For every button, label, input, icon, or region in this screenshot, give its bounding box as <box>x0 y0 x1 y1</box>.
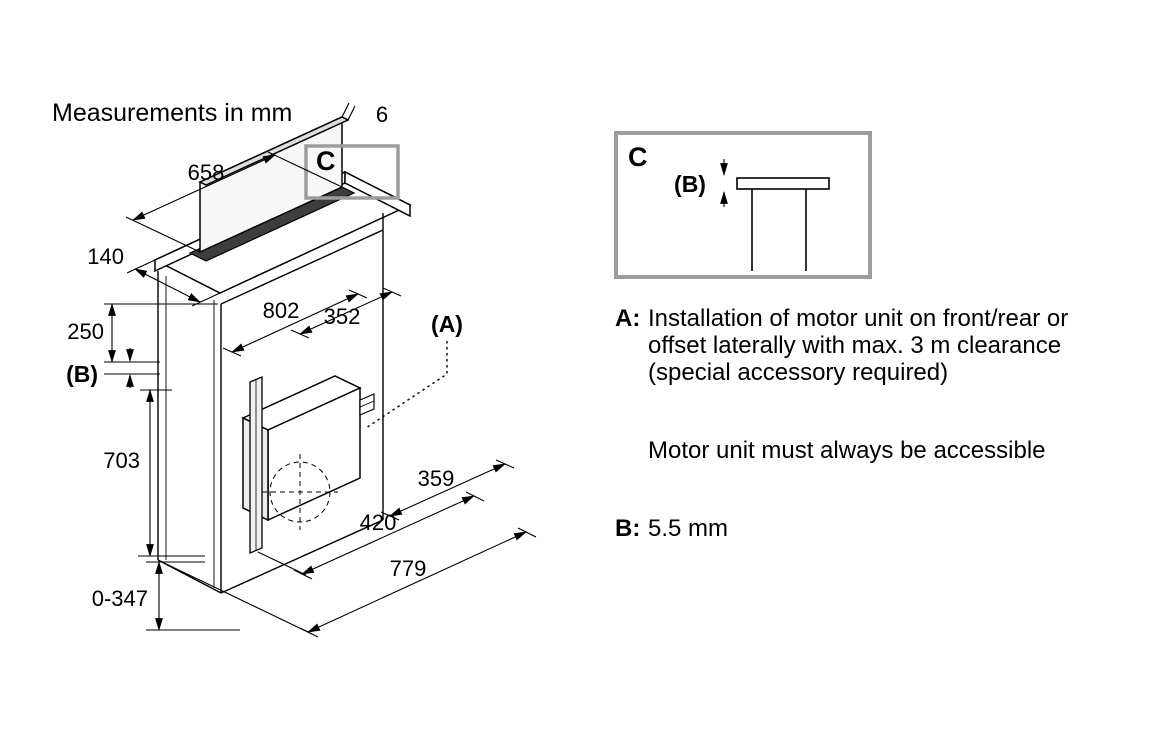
extension-line <box>341 102 350 118</box>
detail-c-frame <box>614 131 872 279</box>
dim-658: 658 <box>125 151 343 253</box>
motor-unit-duct-stub-line <box>359 400 375 408</box>
dim-420-label: 420 <box>360 510 397 535</box>
note-a-line1: Installation of motor unit on front/rear… <box>648 305 1069 332</box>
housing-back-top-edge <box>220 229 384 305</box>
dim-802: 802 <box>222 289 368 357</box>
callout-c-label: C <box>316 146 336 176</box>
dim-6: 6 <box>341 102 388 127</box>
dim-359: 359 <box>380 459 515 521</box>
dim-6-label: 6 <box>376 102 388 127</box>
note-b: B: 5.5 mm <box>615 515 728 542</box>
dim-703-label: 703 <box>103 448 140 473</box>
dim-0-347-label: 0-347 <box>92 586 148 611</box>
extension-line <box>257 551 307 576</box>
dim-802-label: 802 <box>263 298 300 323</box>
ref-a: (A) <box>365 311 463 429</box>
callout-c-frame <box>304 144 400 200</box>
extension-line <box>293 569 313 580</box>
dimension-line <box>299 291 393 335</box>
blower-outlet <box>262 454 338 530</box>
measurements-title: Measurements in mm <box>52 99 293 127</box>
ref-a-dotted-leader <box>365 341 448 429</box>
dim-703: 703 <box>103 388 205 558</box>
note-a-body: Installation of motor unit on front/rear… <box>648 305 1068 386</box>
dim-352: 352 <box>290 287 402 339</box>
dimension-line <box>301 495 475 575</box>
dim-140: 140 <box>87 244 221 307</box>
countertop-right-face <box>344 170 411 218</box>
dim-250: 250 <box>67 302 218 364</box>
note-b-value: 5.5 mm <box>648 515 729 542</box>
dim-359-label: 359 <box>418 466 455 491</box>
extension-line <box>267 151 343 188</box>
dim-250-label: 250 <box>67 319 104 344</box>
note-accessibility: Motor unit must always be accessible <box>648 437 1046 464</box>
note-a-line2: offset laterally with max. 3 m clearance <box>648 332 1062 359</box>
dimension-line <box>307 531 527 633</box>
mounting-rail <box>249 376 263 554</box>
dimension-line <box>134 268 201 303</box>
note-a-line3: (special accessory required) <box>648 359 949 386</box>
dim-140-label: 140 <box>87 244 124 269</box>
dimension-line <box>132 154 276 221</box>
dim-658-label: 658 <box>188 160 225 185</box>
dim-352-label: 352 <box>324 304 361 329</box>
extension-line <box>299 627 319 638</box>
detail-c-b-label: (B) <box>674 171 706 197</box>
extension-line <box>125 216 201 253</box>
housing <box>157 213 384 594</box>
note-a-key: A: <box>615 305 641 332</box>
detail-c-title: C <box>628 142 648 172</box>
dim-0-347: 0-347 <box>92 560 240 632</box>
dim-b-main: (B) <box>66 348 160 388</box>
motor-unit-duct-stub <box>359 393 375 416</box>
detail-c-worktop-slab <box>736 177 830 190</box>
motor-unit <box>241 375 375 522</box>
note-a: A: Installation of motor unit on front/r… <box>615 305 1068 386</box>
extension-line <box>517 527 537 538</box>
extension-line <box>347 105 356 121</box>
extension-line <box>465 491 485 502</box>
ref-a-label: (A) <box>431 311 463 337</box>
dim-779: 779 <box>159 527 537 638</box>
callout-c: C <box>304 144 400 200</box>
extension-line <box>159 560 313 635</box>
detail-view-c: C (B) <box>614 131 872 279</box>
extension-line <box>126 259 156 274</box>
dim-779-label: 779 <box>390 556 427 581</box>
dim-b-label: (B) <box>66 361 98 387</box>
note-b-key: B: <box>615 515 641 542</box>
